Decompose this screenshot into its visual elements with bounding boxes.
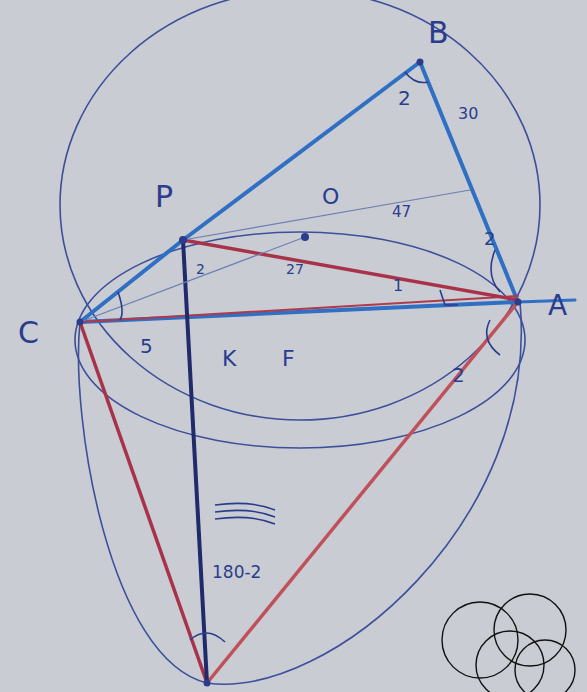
middle-circle <box>75 232 525 448</box>
segment-ca-red <box>80 296 518 322</box>
label-point: A <box>548 292 567 320</box>
angle-label: 30 <box>458 106 478 122</box>
angle-mark <box>440 290 458 305</box>
angle-label: 180-2 <box>212 564 261 581</box>
angle-arc <box>118 292 122 320</box>
point <box>417 59 424 66</box>
upper-circle <box>60 0 540 420</box>
points <box>77 59 522 687</box>
angle-label: 2 <box>484 230 495 248</box>
circles <box>60 0 540 684</box>
label-point: F <box>282 348 295 370</box>
angle-label: 2 <box>398 88 411 108</box>
angle-arc <box>190 633 225 642</box>
label-point: O <box>322 186 339 208</box>
doodle <box>442 594 575 692</box>
segment-c-center <box>80 237 305 322</box>
hatch-mark <box>215 503 275 524</box>
segment-bp <box>183 62 420 240</box>
angle-label: 47 <box>392 205 411 220</box>
segment-pd <box>183 240 207 683</box>
angle-label: 2 <box>196 262 205 276</box>
angle-arc <box>405 72 428 83</box>
segment-pa <box>183 240 518 300</box>
length-label: 5 <box>140 336 153 356</box>
angle-label: 27 <box>286 262 304 276</box>
point <box>77 319 84 326</box>
label-point: B <box>428 18 449 48</box>
segment-cd <box>80 322 207 683</box>
angle-arc <box>491 250 500 292</box>
angle-label: 2 <box>452 365 465 385</box>
point <box>204 680 211 687</box>
label-point: K <box>222 348 236 370</box>
label-point: C <box>18 318 39 348</box>
segment-da <box>207 302 518 683</box>
angle-arc <box>487 320 500 355</box>
label-point: P <box>155 182 173 212</box>
segment-pc <box>80 240 183 322</box>
point <box>179 236 187 244</box>
point <box>515 299 522 306</box>
point <box>301 233 309 241</box>
angle-label: 1 <box>393 278 403 294</box>
angle-marks <box>118 72 500 642</box>
segment-ba <box>420 62 518 302</box>
lower-circle <box>79 302 522 684</box>
